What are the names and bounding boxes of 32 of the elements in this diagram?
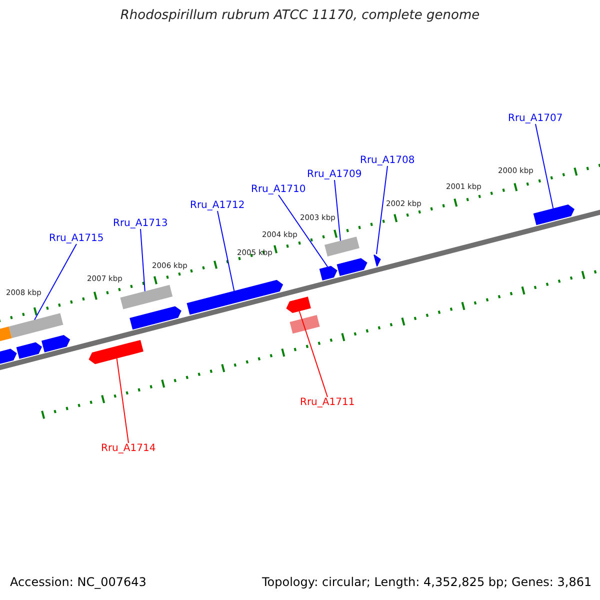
gene-block <box>186 280 284 315</box>
gene-block <box>286 296 311 313</box>
leader-line <box>298 310 328 398</box>
footer-text: Topology: circular; Length: 4,352,825 bp; Genes: 3,861 <box>262 575 592 589</box>
gene-label: Rru_A1710 <box>251 184 306 195</box>
leader-line <box>140 228 146 292</box>
footer-text: Accession: NC_007643 <box>10 575 146 589</box>
gene-label: Rru_A1714 <box>101 443 156 454</box>
gene-block <box>130 306 182 330</box>
gene-label: Rru_A1711 <box>300 397 355 408</box>
gene-block <box>88 340 144 364</box>
gene-label: Rru_A1713 <box>113 218 168 229</box>
gene-block <box>319 266 338 280</box>
gene-block <box>0 326 12 343</box>
gene-block <box>8 313 64 338</box>
gene-block <box>533 204 574 226</box>
gene-block <box>42 334 70 352</box>
gene-label: Rru_A1712 <box>190 200 245 211</box>
gene-label: Rru_A1707 <box>508 113 563 124</box>
gene-label: Rru_A1715 <box>49 233 104 244</box>
gene-label: Rru_A1709 <box>307 169 362 180</box>
gene-block <box>324 236 360 256</box>
leader-line <box>217 210 235 292</box>
gene-block <box>16 342 42 359</box>
leader-line <box>116 358 129 444</box>
gene-block <box>0 348 17 366</box>
gene-block <box>290 314 320 334</box>
gene-block <box>374 254 381 266</box>
gene-label: Rru_A1708 <box>360 155 415 166</box>
title: Rhodospirillum rubrum ATCC 11170, complete genome <box>119 8 481 23</box>
leader-line <box>535 124 554 209</box>
gene-block <box>120 284 173 310</box>
